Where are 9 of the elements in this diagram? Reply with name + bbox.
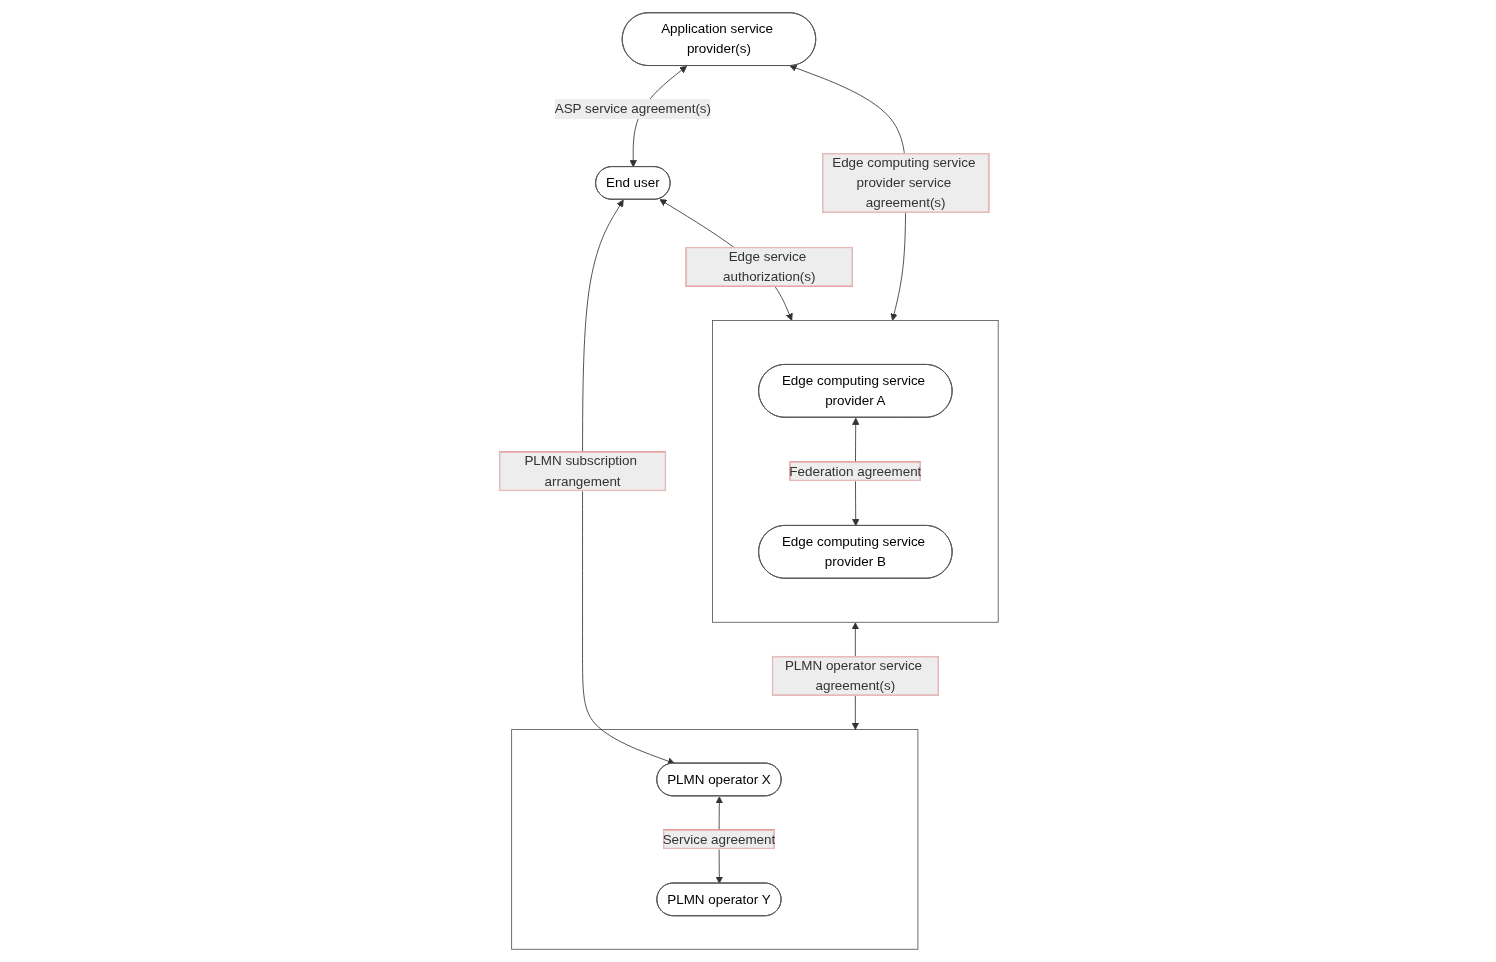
edge-label: PLMN operator service agreement(s): [784, 658, 922, 693]
edge-label: Federation agreement: [788, 463, 921, 479]
edge-label: ASP service agreement(s): [554, 101, 711, 116]
edge-label: Service agreement: [662, 831, 775, 847]
cluster: [711, 320, 999, 623]
edge-label: Edge service authorization(s): [722, 249, 816, 284]
cluster: [510, 729, 918, 950]
edge-label: PLMN subscription arrangement: [523, 453, 637, 489]
edge-label: Edge computing service provider service agreement(s): [831, 155, 975, 210]
